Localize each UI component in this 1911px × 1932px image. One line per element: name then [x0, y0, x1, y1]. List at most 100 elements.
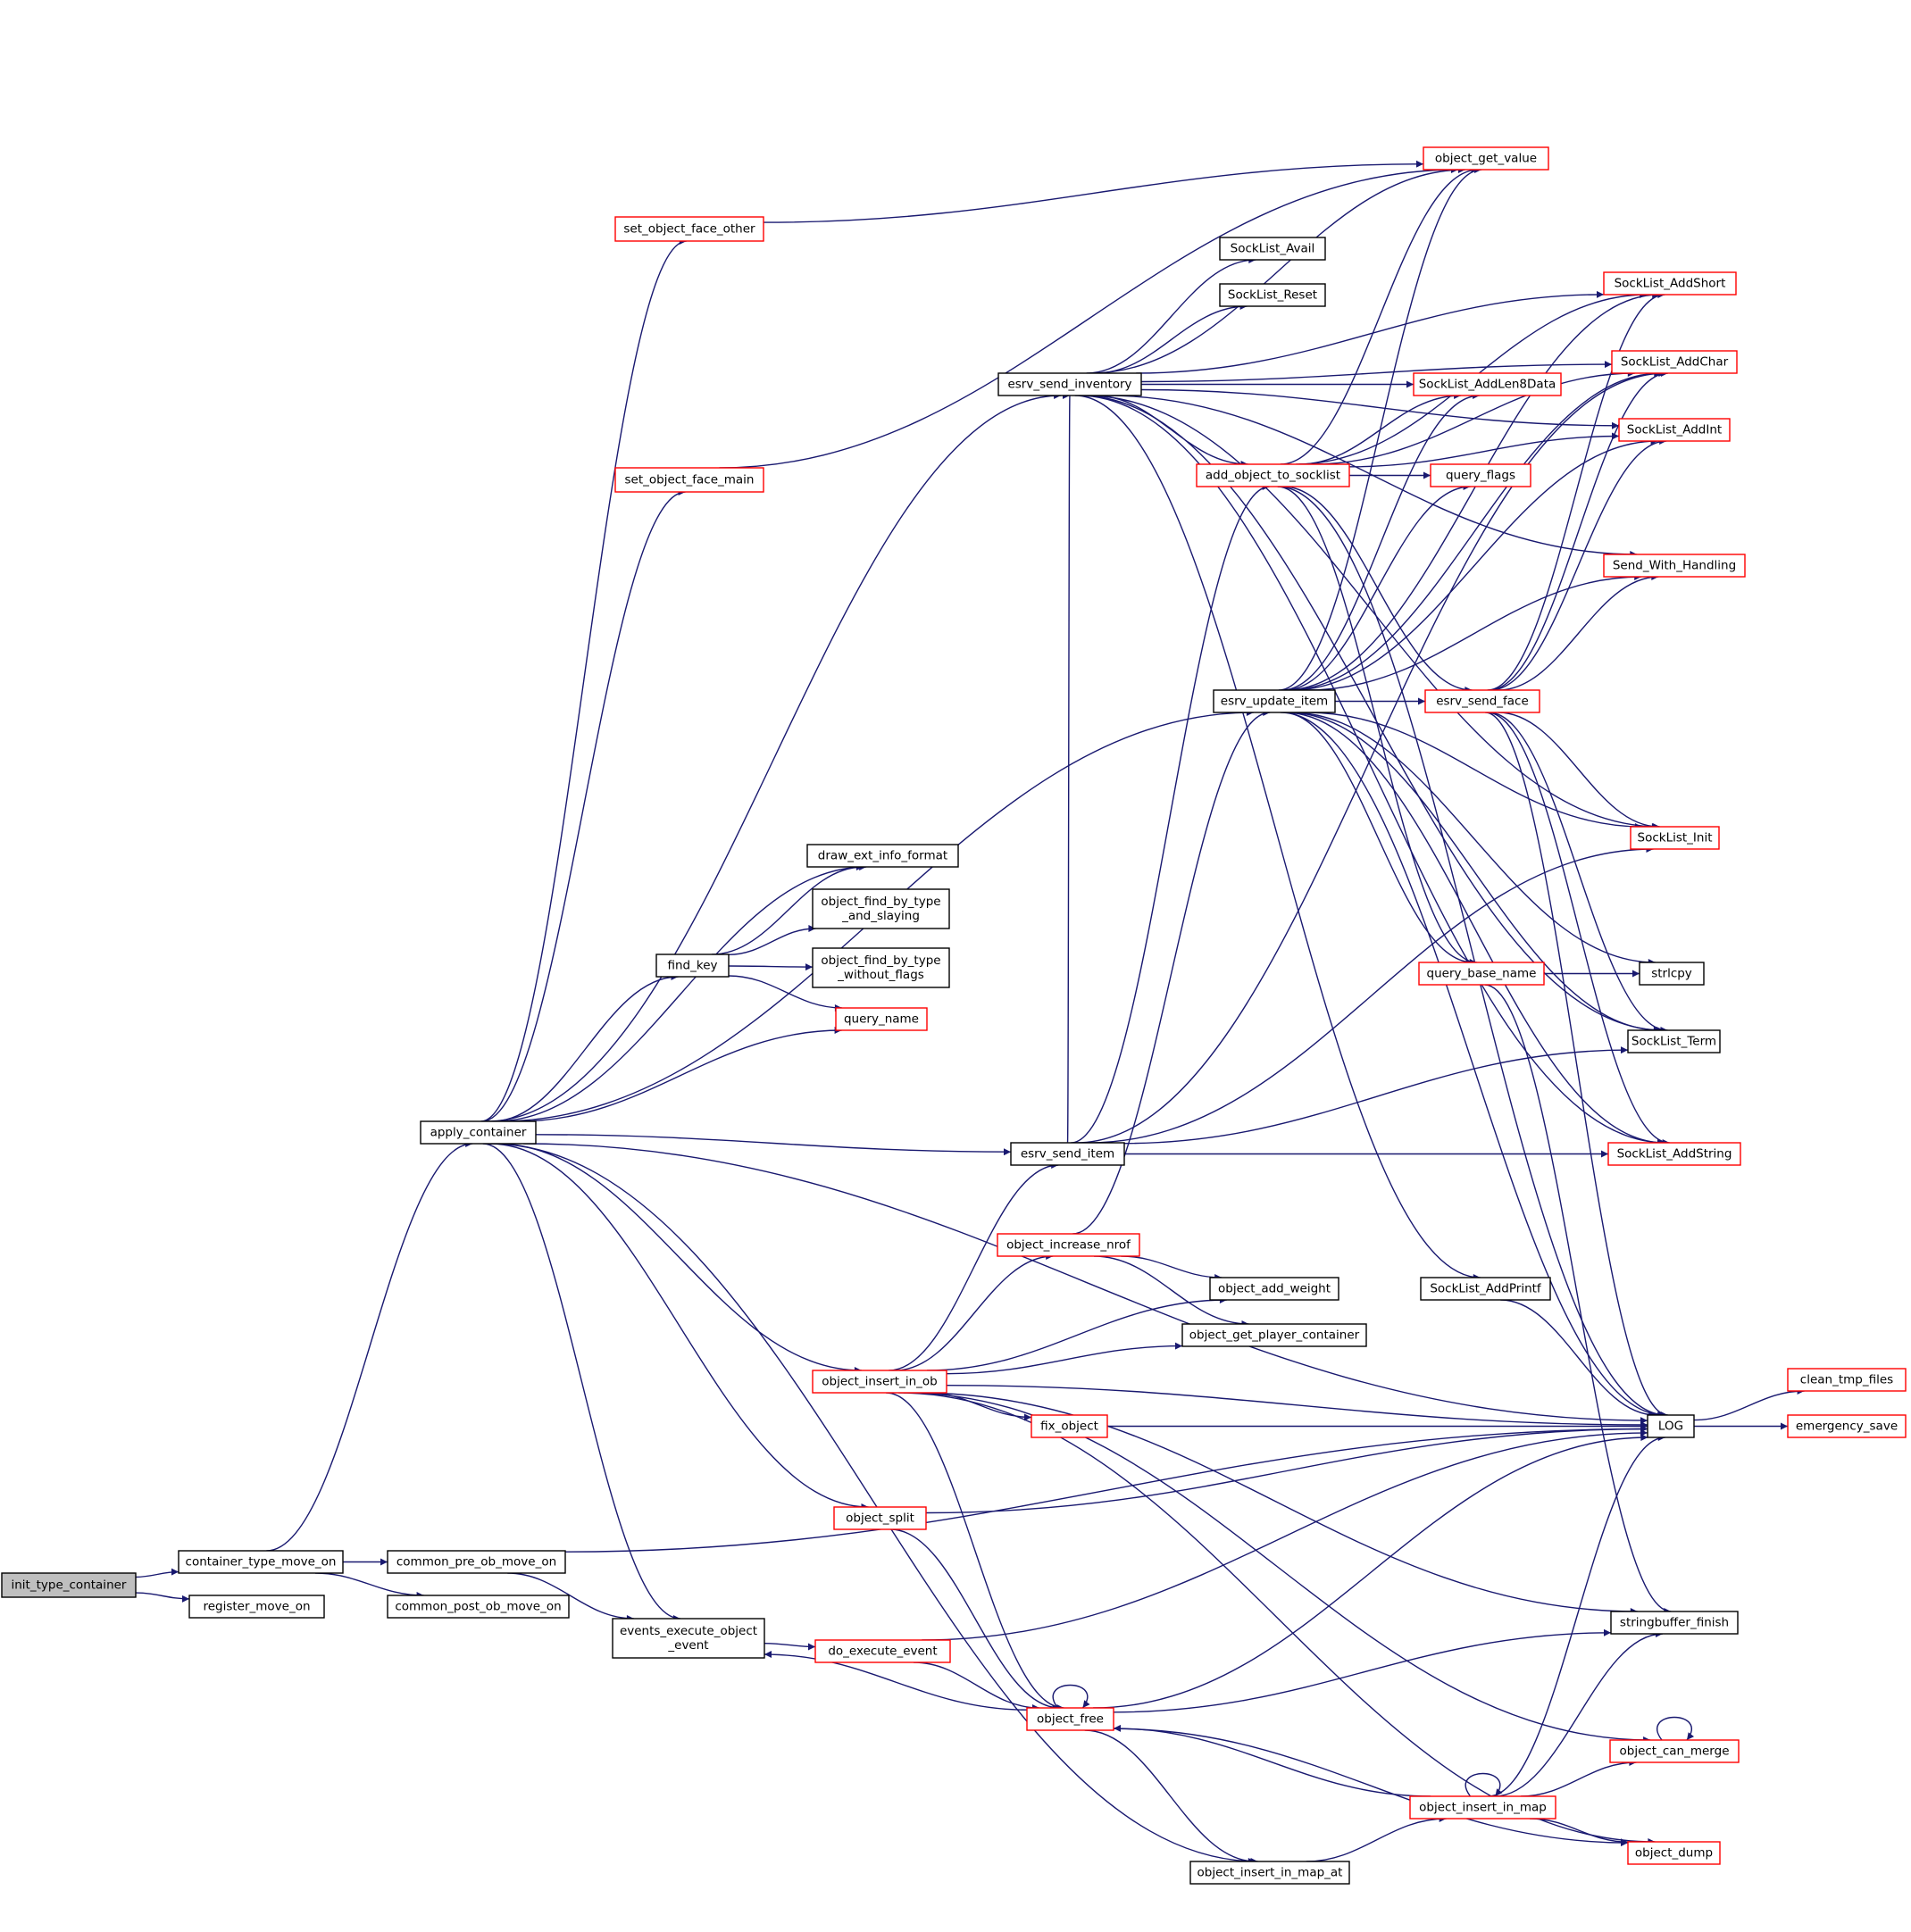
call-edges	[135, 160, 1805, 1865]
edge-add-object-to-socklist-to-query-base-name	[1277, 486, 1477, 966]
node-set-object-face-other[interactable]: set_object_face_other	[614, 216, 764, 242]
node-do-execute-event[interactable]: do_execute_event	[814, 1639, 951, 1663]
node-register-move-on[interactable]: register_move_on	[188, 1595, 325, 1619]
node-clean-tmp-files[interactable]: clean_tmp_files	[1787, 1368, 1907, 1392]
node-socklist-init[interactable]: SockList_Init	[1630, 826, 1720, 850]
node-socklist-term[interactable]: SockList_Term	[1627, 1029, 1721, 1053]
node-object-can-merge[interactable]: object_can_merge	[1609, 1739, 1740, 1763]
node-common-post-ob-move-on[interactable]: common_post_ob_move_on	[387, 1595, 570, 1619]
edge-set-object-face-other-to-object-get-value	[763, 160, 1424, 223]
node-label: SockList_Reset	[1228, 288, 1317, 303]
node-object-insert-in-map[interactable]: object_insert_in_map	[1409, 1795, 1556, 1820]
edge-object-insert-in-ob-to-object-can-merge	[903, 1392, 1651, 1744]
node-esrv-send-face[interactable]: esrv_send_face	[1424, 689, 1540, 713]
node-label: Send_With_Handling	[1613, 559, 1736, 573]
node-socklist-addlen8data[interactable]: SockList_AddLen8Data	[1413, 372, 1562, 396]
node-init-type-container[interactable]: init_type_container	[1, 1572, 137, 1598]
node-esrv-send-item[interactable]: esrv_send_item	[1010, 1142, 1125, 1166]
node-label: object_find_by_type	[821, 895, 940, 909]
node-send-with-handling[interactable]: Send_With_Handling	[1603, 554, 1746, 578]
node-box	[997, 1233, 1140, 1257]
node-object-free[interactable]: object_free	[1026, 1707, 1114, 1731]
node-socklist-addint[interactable]: SockList_AddInt	[1618, 418, 1731, 442]
node-emergency-save[interactable]: emergency_save	[1787, 1414, 1907, 1438]
node-label: LOG	[1658, 1420, 1683, 1434]
edge-object-free-to-stringbuffer-finish	[1113, 1628, 1612, 1713]
node-object-get-value[interactable]: object_get_value	[1423, 146, 1549, 171]
node-box	[1420, 1277, 1551, 1301]
node-add-object-to-socklist[interactable]: add_object_to_socklist	[1196, 463, 1350, 487]
node-box	[1418, 962, 1545, 986]
function-nodes: init_type_container container_type_move_o…	[1, 146, 1907, 1885]
node-label: SockList_AddChar	[1621, 355, 1729, 370]
node-box	[1424, 689, 1540, 713]
node-socklist-addprintf[interactable]: SockList_AddPrintf	[1420, 1277, 1551, 1301]
node-object-split[interactable]: object_split	[833, 1506, 927, 1530]
node-box	[614, 467, 764, 493]
node-box	[1787, 1368, 1907, 1392]
node-box	[1213, 689, 1336, 713]
node-socklist-addshort[interactable]: SockList_AddShort	[1603, 271, 1737, 296]
node-set-object-face-main[interactable]: set_object_face_main	[614, 467, 764, 493]
node-label: SockList_AddString	[1617, 1147, 1732, 1162]
node-common-pre-ob-move-on[interactable]: common_pre_ob_move_on	[387, 1550, 566, 1574]
node-esrv-send-inventory[interactable]: esrv_send_inventory	[997, 372, 1142, 396]
edge-apply-container-to-object-insert-in-map-at	[489, 1143, 1258, 1865]
node-draw-ext-info-format[interactable]: draw_ext_info_format	[806, 844, 959, 868]
node-label: esrv_send_inventory	[1007, 378, 1131, 392]
node-socklist-addstring[interactable]: SockList_AddString	[1607, 1142, 1741, 1166]
node-object-dump[interactable]: object_dump	[1627, 1841, 1721, 1865]
edge-add-object-to-socklist-to-log	[1277, 486, 1666, 1419]
node-box	[1787, 1414, 1907, 1438]
node-box	[835, 1007, 928, 1031]
edge-esrv-send-inventory-to-socklist-init	[1084, 395, 1660, 830]
edge-esrv-send-item-to-add-object-to-socklist	[1071, 483, 1270, 1144]
edge-container-type-move-on-to-common-post-ob-move-on	[314, 1572, 424, 1599]
node-esrv-update-item[interactable]: esrv_update_item	[1213, 689, 1336, 713]
edge-esrv-update-item-to-socklist-addstring	[1283, 712, 1665, 1146]
node-object-insert-in-map-at[interactable]: object_insert_in_map_at	[1189, 1861, 1350, 1885]
node-find-key[interactable]: find_key	[655, 954, 730, 978]
node-object-find-by-type-and-slaying[interactable]: object_find_by_type_and_slaying	[812, 888, 950, 929]
edge-object-split-to-log	[925, 1425, 1648, 1514]
node-label: SockList_Term	[1631, 1035, 1716, 1049]
edge-object-insert-in-map-to-object-insert-in-map	[1465, 1772, 1503, 1797]
node-object-insert-in-ob[interactable]: object_insert_in_ob	[812, 1370, 947, 1394]
edge-object-insert-in-ob-to-stringbuffer-finish	[916, 1392, 1638, 1615]
node-query-flags[interactable]: query_flags	[1430, 463, 1531, 487]
node-label: object_can_merge	[1620, 1745, 1730, 1759]
edge-query-base-name-to-stringbuffer-finish	[1484, 984, 1672, 1615]
edge-find-key-to-object-find-by-type-and-slaying	[728, 925, 816, 955]
node-object-increase-nrof[interactable]: object_increase_nrof	[997, 1233, 1140, 1257]
node-socklist-reset[interactable]: SockList_Reset	[1219, 283, 1326, 307]
node-socklist-addchar[interactable]: SockList_AddChar	[1611, 350, 1738, 374]
node-query-name[interactable]: query_name	[835, 1007, 928, 1031]
node-fix-object[interactable]: fix_object	[1031, 1414, 1108, 1438]
node-object-add-weight[interactable]: object_add_weight	[1209, 1277, 1339, 1301]
node-label: container_type_move_on	[186, 1555, 337, 1570]
node-socklist-avail[interactable]: SockList_Avail	[1219, 237, 1326, 261]
node-apply-container[interactable]: apply_container	[420, 1120, 537, 1145]
node-label: find_key	[667, 959, 717, 973]
node-object-find-by-type-without-flags[interactable]: object_find_by_type_without_flags	[812, 947, 950, 988]
node-strlcpy[interactable]: strlcpy	[1639, 962, 1705, 986]
node-label: set_object_face_main	[625, 473, 755, 487]
node-label: draw_ext_info_format	[818, 849, 947, 863]
node-stringbuffer-finish[interactable]: stringbuffer_finish	[1610, 1611, 1739, 1635]
edge-esrv-update-item-to-socklist-addlen8data	[1281, 392, 1481, 691]
node-query-base-name[interactable]: query_base_name	[1418, 962, 1545, 986]
edge-esrv-update-item-to-socklist-addint	[1290, 437, 1658, 691]
node-box	[387, 1550, 566, 1574]
node-label: object_split	[846, 1511, 914, 1526]
node-label: clean_tmp_files	[1800, 1373, 1893, 1387]
node-container-type-move-on[interactable]: container_type_move_on	[178, 1550, 344, 1574]
node-label: object_get_value	[1435, 152, 1537, 166]
node-events-execute-object-event[interactable]: events_execute_object_event	[612, 1618, 765, 1659]
edge-esrv-update-item-to-query-flags	[1284, 483, 1471, 691]
edge-init-type-container-to-container-type-move-on	[135, 1568, 179, 1578]
node-log[interactable]: LOG	[1647, 1414, 1695, 1438]
edge-esrv-send-item-to-socklist-term	[1123, 1046, 1629, 1145]
edge-object-insert-in-ob-to-object-free	[886, 1392, 1064, 1711]
edge-object-free-to-log	[1093, 1434, 1648, 1709]
node-object-get-player-container[interactable]: object_get_player_container	[1181, 1323, 1367, 1347]
